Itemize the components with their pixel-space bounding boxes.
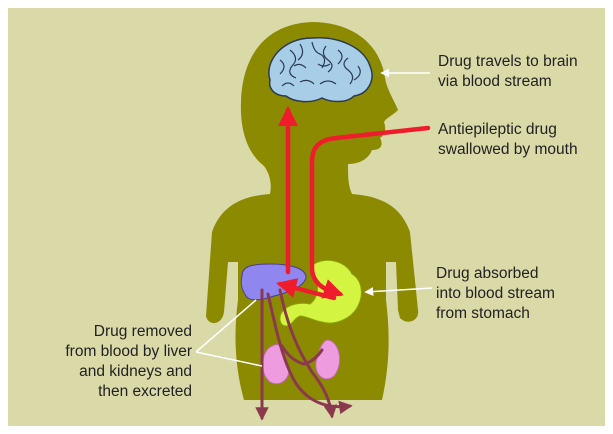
label-removed: Drug removed from blood by liver and kid… [30, 322, 192, 402]
label-mouth: Antiepileptic drug swallowed by mouth [438, 120, 578, 160]
label-absorbed: Drug absorbed into blood stream from sto… [436, 264, 555, 324]
label-brain: Drug travels to brain via blood stream [438, 52, 578, 92]
